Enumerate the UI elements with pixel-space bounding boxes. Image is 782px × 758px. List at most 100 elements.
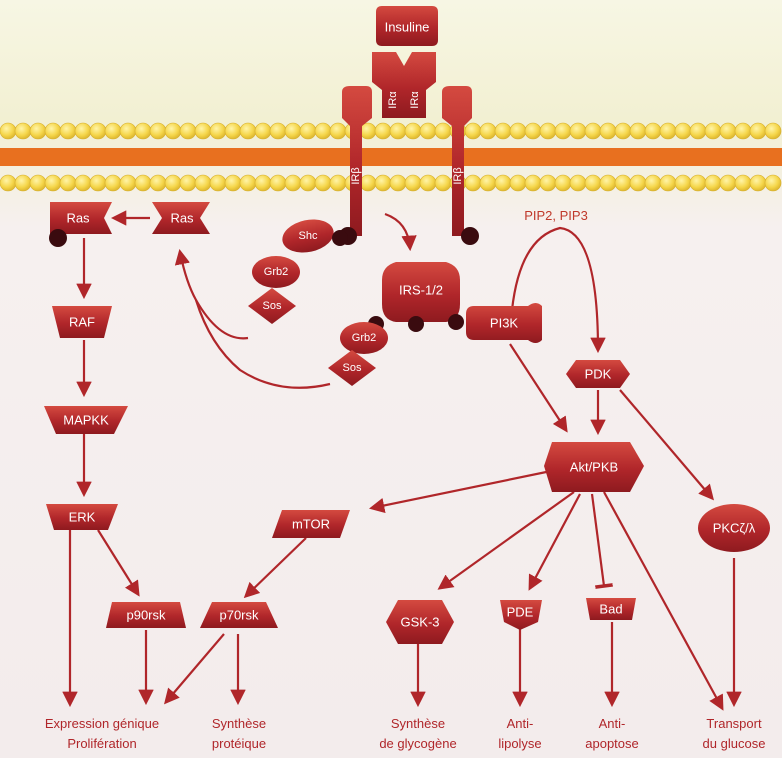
- raf-label: RAF: [69, 315, 95, 330]
- lipid-bead: [179, 122, 197, 140]
- lipid-bead: [674, 122, 692, 140]
- grb2-a-node: [252, 256, 300, 288]
- lipid-bead: [734, 122, 752, 140]
- lipid-bead: [404, 174, 422, 192]
- lipid-bead: [689, 174, 707, 192]
- ir-beta-2-node: [442, 86, 472, 236]
- lipid-bead: [554, 174, 572, 192]
- lipid-bead: [749, 174, 767, 192]
- lipid-bead: [29, 122, 47, 140]
- akt-node: [544, 442, 644, 492]
- gsk3-node: [386, 600, 454, 644]
- lipid-bead: [269, 174, 287, 192]
- ir-beta-1-label: IRβ: [350, 167, 362, 184]
- lipid-bead: [374, 122, 392, 140]
- lipid-bead: [434, 174, 452, 192]
- lipid-bead: [524, 122, 542, 140]
- lipid-bead: [224, 122, 242, 140]
- sos-a-label: Sos: [263, 300, 282, 312]
- lipid-bead: [44, 174, 62, 192]
- arrow-mtor-to-p70rsk: [243, 537, 307, 599]
- lipid-bead: [269, 122, 287, 140]
- arrow-irb-to-irs: [384, 212, 417, 252]
- erk-label: ERK: [69, 510, 96, 525]
- lipid-bead: [0, 174, 17, 192]
- lipid-bead: [359, 174, 377, 192]
- sos-b-label: Sos: [343, 362, 362, 374]
- lipid-bead: [74, 174, 92, 192]
- p90rsk-label: p90rsk: [126, 608, 166, 623]
- lipid-bead: [509, 122, 527, 140]
- lipid-bead: [0, 122, 17, 140]
- expression-label-line2: Prolifération: [67, 736, 136, 751]
- p70rsk-label: p70rsk: [219, 608, 259, 623]
- lipid-bead: [764, 122, 782, 140]
- mtor-label: mTOR: [292, 517, 330, 532]
- lipid-bead: [674, 174, 692, 192]
- arrow-sos-b-to-ras: [194, 299, 331, 389]
- arrow-pip-to-pdk: [510, 226, 606, 354]
- lipid-bead: [149, 122, 167, 140]
- lipid-bead: [764, 174, 782, 192]
- lipid-bead: [329, 122, 347, 140]
- synthese-proteique-line2: protéique: [212, 736, 266, 751]
- shc-label: Shc: [299, 230, 318, 242]
- grb2-b-label: Grb2: [352, 332, 376, 344]
- akt-label: Akt/PKB: [570, 460, 618, 475]
- lipid-bead: [704, 122, 722, 140]
- glycogene-line2: de glycogène: [379, 736, 456, 751]
- pkc-label: PKCζ/λ: [713, 521, 756, 536]
- phospho-dot: [408, 316, 424, 332]
- raf-node: [52, 306, 112, 338]
- lipid-bead: [329, 174, 347, 192]
- arrow-pi3k-to-akt: [509, 343, 568, 433]
- lipid-bead: [194, 174, 212, 192]
- lipid-bead: [569, 122, 587, 140]
- lipid-bead: [389, 174, 407, 192]
- membrane-core: [0, 148, 782, 166]
- lipid-bead: [314, 174, 332, 192]
- phospho-dot: [332, 230, 348, 246]
- insulin-receptor: [339, 6, 479, 245]
- lipid-bead: [584, 122, 602, 140]
- lipid-bead: [164, 174, 182, 192]
- ras-left-label: Ras: [66, 211, 90, 226]
- lipid-bead: [494, 122, 512, 140]
- arrow-pdk-to-pkc: [619, 389, 714, 501]
- lipid-bead: [119, 122, 137, 140]
- mapkk-node: [44, 406, 128, 434]
- lipid-bead: [749, 122, 767, 140]
- lipid-bead: [59, 174, 77, 192]
- mapkk-label: MAPKK: [63, 413, 109, 428]
- lipid-bead: [164, 122, 182, 140]
- lipid-bead: [74, 122, 92, 140]
- sos-b-node: [328, 350, 376, 386]
- grb2-a-label: Grb2: [264, 266, 288, 278]
- lipid-bead: [434, 122, 452, 140]
- mtor-node: [272, 510, 350, 538]
- apoptose-line1: Anti-: [599, 716, 626, 731]
- arrow-akt-to-gsk3: [437, 491, 575, 590]
- pdk-node: [566, 360, 630, 388]
- sos-a-node: [248, 288, 296, 324]
- lipid-bead: [299, 174, 317, 192]
- apoptose-line2: apoptose: [585, 736, 639, 751]
- lipid-bead: [464, 174, 482, 192]
- glycogene-line1: Synthèse: [391, 716, 445, 731]
- ras-right-node: [152, 202, 210, 234]
- pde-label: PDE: [507, 605, 534, 620]
- lipid-bead: [629, 174, 647, 192]
- ir-alpha-2-node: [404, 52, 436, 118]
- ir-alpha-1-label: IRα: [387, 91, 399, 109]
- lipid-bead: [509, 174, 527, 192]
- bad-node: [586, 598, 636, 620]
- cell-membrane: [0, 122, 782, 192]
- lipid-bead: [209, 174, 227, 192]
- pathway-arrows: [62, 210, 742, 711]
- lipid-bead: [284, 174, 302, 192]
- irs-node: [382, 262, 460, 322]
- lipid-bead: [224, 174, 242, 192]
- lipid-bead: [179, 174, 197, 192]
- lipid-bead: [239, 174, 257, 192]
- lipid-bead: [194, 122, 212, 140]
